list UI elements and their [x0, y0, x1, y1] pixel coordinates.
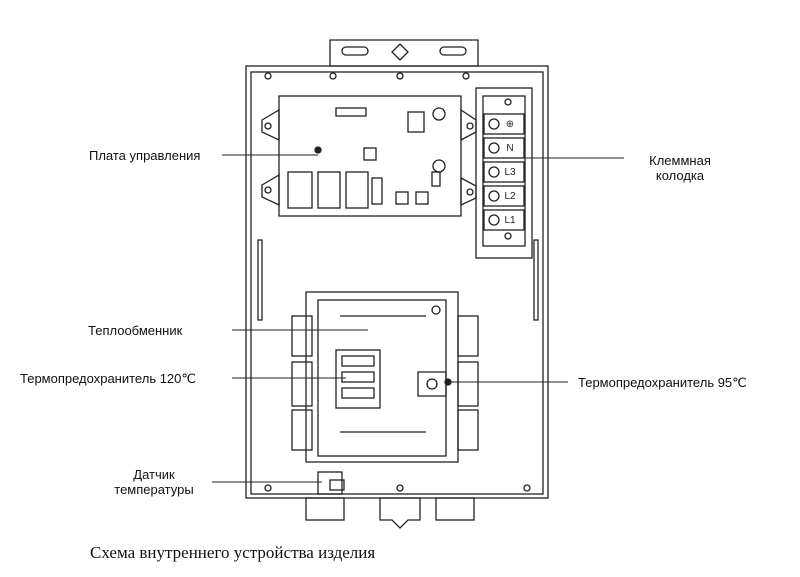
label-fuse-120: Термопредохранитель 120℃: [20, 371, 196, 386]
label-temperature-sensor-line1: Датчик: [133, 467, 175, 482]
label-terminal-block-line1: Клеммная: [649, 153, 711, 168]
terminal-mark: L1: [504, 215, 516, 226]
sensor-and-fittings: [305, 471, 475, 529]
label-heat-exchanger: Теплообменник: [88, 323, 183, 338]
top-mounting-bracket: [329, 39, 479, 67]
label-fuse-95: Термопредохранитель 95℃: [578, 375, 747, 390]
label-terminal-block: Клеммная колодка: [630, 153, 730, 183]
terminal-mark: L2: [504, 191, 516, 202]
terminal-block-drawing: [475, 87, 533, 259]
terminal-mark: L3: [504, 167, 516, 178]
label-terminal-block-line2: колодка: [655, 168, 705, 183]
control-board-drawing: [261, 95, 477, 217]
label-temperature-sensor-line2: температуры: [114, 482, 194, 497]
leader-lines: [212, 154, 624, 483]
label-control-board: Плата управления: [89, 148, 201, 163]
housing: [245, 65, 549, 499]
terminal-marks: ⊕ N L3 L2 L1: [504, 119, 516, 226]
figure-caption: Схема внутреннего устройства изделия: [90, 543, 376, 562]
heat-exchanger-drawing: [291, 291, 479, 463]
label-temperature-sensor: Датчик температуры: [104, 467, 204, 497]
terminal-mark: ⊕: [506, 119, 514, 130]
terminal-mark: N: [506, 143, 513, 154]
